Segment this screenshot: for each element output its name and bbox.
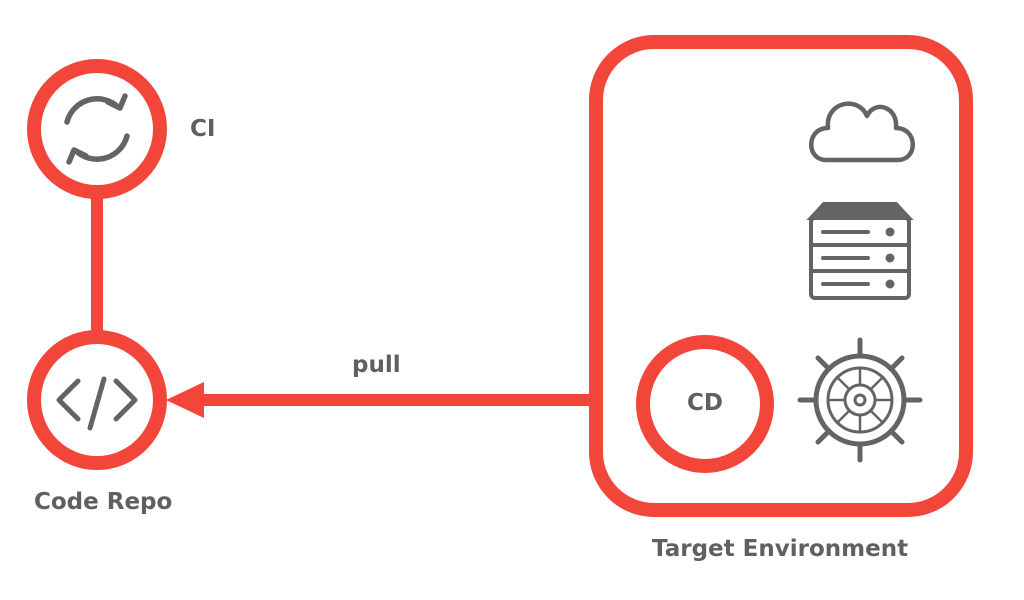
target-environment-label: Target Environment bbox=[652, 536, 909, 562]
code-repo-label: Code Repo bbox=[34, 489, 173, 515]
pull-label: pull bbox=[352, 352, 401, 378]
pull-arrow bbox=[166, 382, 597, 418]
sync-icon bbox=[64, 93, 130, 165]
ci-node bbox=[27, 59, 167, 199]
cloud-icon bbox=[809, 101, 915, 163]
target-environment-box bbox=[589, 35, 973, 517]
cd-label: CD bbox=[687, 390, 723, 416]
code-repo-node bbox=[27, 330, 167, 470]
server-stack-icon bbox=[806, 202, 914, 300]
helm-wheel-icon bbox=[797, 337, 923, 463]
code-icon bbox=[56, 376, 138, 431]
ci-label: CI bbox=[190, 116, 216, 142]
cd-node bbox=[636, 335, 774, 473]
